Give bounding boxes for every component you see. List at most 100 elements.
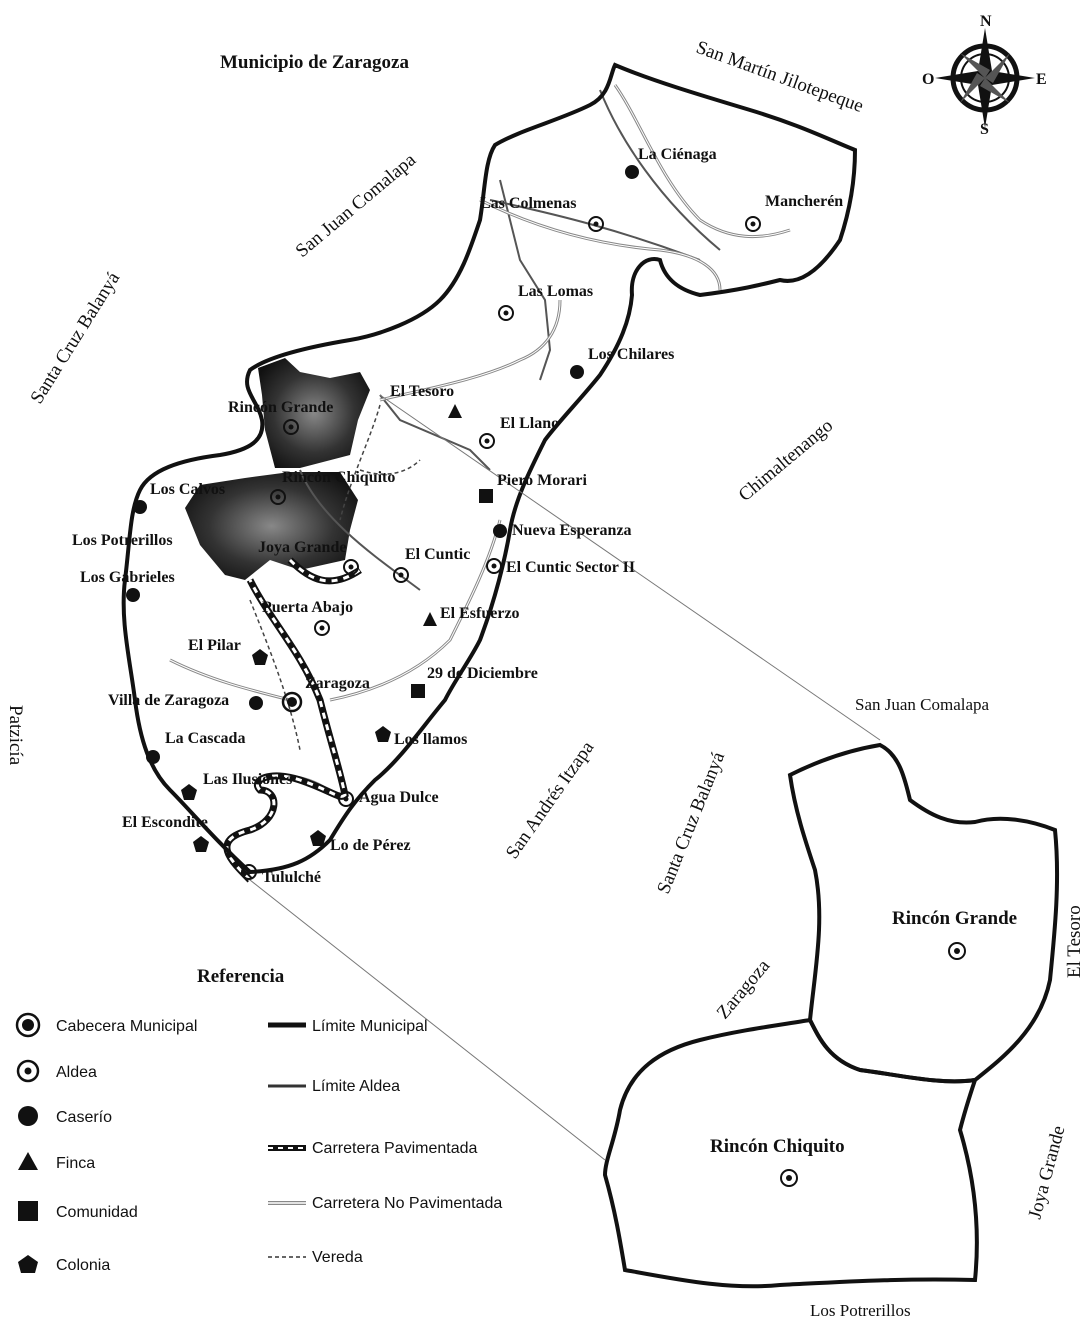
- legend-cabecera-label: Cabecera Municipal: [56, 1018, 197, 1035]
- label-los-chilares: Los Chilares: [588, 346, 674, 363]
- legend-caserio-icon: [18, 1106, 38, 1126]
- caserio-los-chilares: [570, 365, 584, 379]
- aldea-las-lomas: [498, 305, 514, 321]
- map-title: Municipio de Zaragoza: [220, 52, 409, 73]
- comunidad-29-diciembre: [411, 684, 425, 698]
- rincon-grande-area: [258, 358, 370, 468]
- inset-label-los-potrerillos: Los Potrerillos: [810, 1301, 911, 1320]
- finca-el-esfuerzo: [423, 612, 437, 626]
- neighbor-chimaltenango: Chimaltenango: [735, 415, 837, 506]
- rincon-chiquito-area: [185, 472, 358, 580]
- label-los-potrerillos: Los Potrerillos: [72, 532, 173, 549]
- aldea-el-llano: [479, 433, 495, 449]
- cabecera-zaragoza: [281, 691, 303, 713]
- legend-vereda-label: Vereda: [312, 1249, 363, 1266]
- aldea-las-colmenas: [588, 216, 604, 232]
- inset-rincon-grande-area: [787, 742, 1060, 1084]
- caserio-la-cienaga: [625, 165, 639, 179]
- neighbor-san-juan: San Juan Comalapa: [292, 149, 421, 262]
- label-joya-grande: Joya Grande: [258, 539, 346, 556]
- label-piero-morari: Piero Morari: [497, 472, 587, 489]
- label-villa-zaragoza: Villa de Zaragoza: [108, 692, 229, 709]
- inset-label-zaragoza: Zaragoza: [713, 955, 775, 1023]
- label-nueva-esperanza: Nueva Esperanza: [512, 522, 632, 539]
- legend-aldea-icon: [16, 1059, 40, 1083]
- label-mancheren: Mancherén: [765, 193, 843, 210]
- caserio-los-calvos: [133, 500, 147, 514]
- label-los-gabrieles: Los Gabrieles: [80, 569, 175, 586]
- label-el-esfuerzo: El Esfuerzo: [440, 605, 520, 622]
- label-zaragoza: Zaragoza: [305, 675, 370, 692]
- legend-title: Referencia: [197, 966, 285, 987]
- label-rincon-chiquito: Rincón Chiquito: [282, 469, 395, 486]
- aldea-mancheren: [745, 216, 761, 232]
- inset-leader-lines: [249, 394, 881, 1161]
- aldea-agua-dulce: [338, 791, 354, 807]
- neighbor-santa-cruz: Santa Cruz Balanyá: [26, 268, 124, 408]
- aldea-el-cuntic: [393, 567, 409, 583]
- caserio-nueva-esperanza: [493, 524, 507, 538]
- compass-o: O: [922, 71, 934, 88]
- label-la-cienaga: La Ciénaga: [638, 146, 717, 163]
- municipal-boundary: [121, 62, 858, 875]
- legend-limite-municipal-label: Límite Municipal: [312, 1018, 428, 1035]
- inset-map: [602, 742, 1060, 1289]
- colonia-el-escondite: [193, 836, 209, 852]
- compass-e: E: [1036, 71, 1047, 88]
- legend-cabecera-icon: [15, 1012, 41, 1038]
- colonia-los-llamos: [375, 726, 391, 742]
- label-las-lomas: Las Lomas: [518, 283, 593, 300]
- colonia-lo-de-perez: [310, 830, 326, 846]
- aldea-el-cuntic-ii: [486, 558, 502, 574]
- legend-comunidad-label: Comunidad: [56, 1204, 138, 1221]
- legend-finca-label: Finca: [56, 1155, 95, 1172]
- finca-el-tesoro: [448, 404, 462, 418]
- caserio-los-gabrieles: [126, 588, 140, 602]
- label-puerta-abajo: Puerta Abajo: [262, 599, 353, 616]
- neighbor-patzicia: Patzicía: [5, 705, 26, 766]
- aldea-rincon-chiquito: [270, 489, 286, 505]
- neighbor-san-martin: San Martín Jilotepeque: [693, 37, 866, 117]
- inset-label-joya-grande: Joya Grande: [1025, 1124, 1070, 1222]
- label-el-escondite: El Escondite: [122, 814, 208, 831]
- inset-label-rincon-chiquito: Rincón Chiquito: [710, 1136, 845, 1157]
- comunidad-piero-morari: [479, 489, 493, 503]
- label-rincon-grande: Rincón Grande: [228, 399, 333, 416]
- legend-colonia-icon: [18, 1255, 38, 1273]
- legend: Referencia Cabecera Municipal Aldea Case…: [15, 966, 502, 1274]
- legend-aldea-label: Aldea: [56, 1064, 97, 1081]
- inset-label-santa-cruz: Santa Cruz Balanyá: [653, 749, 729, 897]
- label-las-ilusiones: Las Ilusiones: [203, 771, 292, 788]
- legend-colonia-label: Colonia: [56, 1257, 110, 1274]
- caserio-villa-zaragoza: [249, 696, 263, 710]
- legend-limite-aldea-label: Límite Aldea: [312, 1078, 400, 1095]
- compass-s: S: [980, 121, 989, 138]
- inset-rincon-chiquito-area: [602, 1017, 979, 1289]
- aldea-joya-grande: [343, 559, 359, 575]
- compass-n: N: [980, 13, 992, 30]
- label-el-cuntic: El Cuntic: [405, 546, 470, 563]
- aldea-tululche: [241, 864, 257, 880]
- inset-label-rincon-grande: Rincón Grande: [892, 908, 1017, 929]
- legend-carretera-pav-label: Carretera Pavimentada: [312, 1140, 478, 1157]
- colonia-el-pilar: [252, 649, 268, 665]
- footpaths: [249, 404, 421, 751]
- neighbor-san-andres: San Andrés Itzapa: [502, 737, 599, 863]
- label-el-cuntic-ii: El Cuntic Sector II: [506, 559, 635, 576]
- colonia-las-ilusiones: [181, 784, 197, 800]
- aldea-rincon-grande: [283, 419, 299, 435]
- label-el-llano: El Llano: [500, 415, 559, 432]
- legend-caserio-label: Caserío: [56, 1109, 112, 1126]
- legend-carretera-nopav-label: Carretera No Pavimentada: [312, 1195, 502, 1212]
- aldea-puerta-abajo: [314, 620, 330, 636]
- label-los-llamos: Los llamos: [394, 731, 467, 748]
- label-agua-dulce: Agua Dulce: [359, 789, 439, 806]
- label-los-calvos: Los Calvos: [150, 481, 225, 498]
- label-lo-de-perez: Lo de Pérez: [330, 837, 411, 854]
- legend-comunidad-icon: [18, 1201, 38, 1221]
- label-la-cascada: La Cascada: [165, 730, 245, 747]
- paved-road: [223, 557, 362, 883]
- caserio-la-cascada: [146, 750, 160, 764]
- legend-finca-icon: [18, 1152, 38, 1170]
